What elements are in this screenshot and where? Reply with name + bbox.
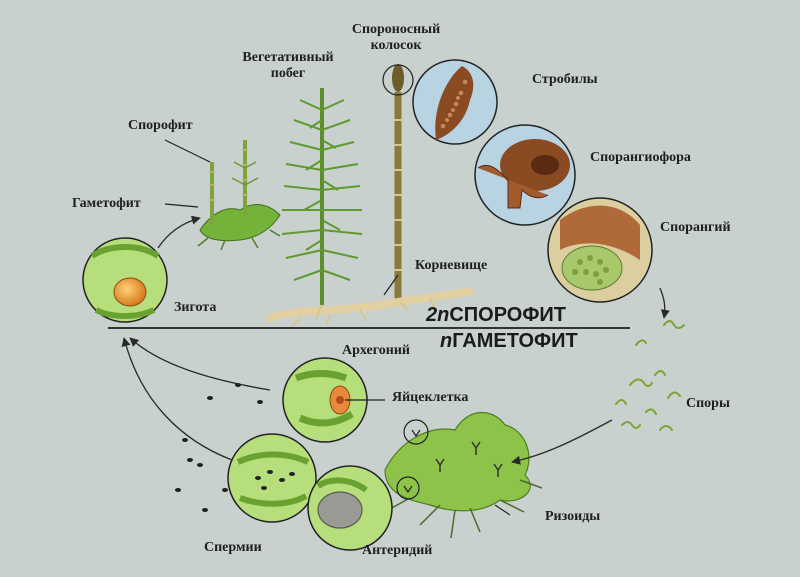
label-sperm: Спермии <box>204 540 262 555</box>
label-strobili: Стробилы <box>532 72 598 87</box>
sporangiophore-closeup <box>474 124 576 226</box>
label-vegetative-shoot: Вегетативный побег <box>242 50 334 81</box>
gametophyte-thallus <box>384 412 543 539</box>
label-sporangiophore: Спорангиофора <box>590 150 691 165</box>
antheridium-closeup <box>307 465 393 551</box>
spores <box>615 320 685 431</box>
cycle-arrows <box>121 215 670 465</box>
archegonium-closeup <box>282 357 368 443</box>
label-sporophyte: Спорофит <box>128 118 193 133</box>
label-rhizoids: Ризоиды <box>545 509 601 524</box>
sporophyte-generation-name: СПОРОФИТ <box>449 304 567 326</box>
zygote-closeup <box>82 237 168 323</box>
label-zygote: Зигота <box>174 300 217 315</box>
free-sperm-cells <box>175 383 263 512</box>
sporangium-closeup <box>547 197 653 303</box>
rhizome <box>266 288 474 327</box>
label-sporangium: Спорангий <box>660 220 731 235</box>
label-antheridium: Антеридий <box>362 543 433 558</box>
gametophyte-generation-name: ГАМЕТОФИТ <box>452 330 578 352</box>
sporophyte-ploidy: 2n <box>426 304 450 326</box>
leader-lines <box>164 139 511 516</box>
sperm-closeup <box>227 433 317 523</box>
label-spore-spike: Спороносный колосок <box>351 22 441 53</box>
label-egg-cell: Яйцеклетка <box>392 390 469 405</box>
sporophyte-generation-label: 2nСПОРОФИТ <box>426 304 566 326</box>
young-sporophyte-on-gametophyte <box>197 140 281 251</box>
strobilus-closeup <box>412 59 498 145</box>
vegetative-shoot <box>281 88 363 305</box>
gametophyte-generation-label: nГАМЕТОФИТ <box>440 330 578 352</box>
label-archegonium: Архегоний <box>342 343 410 358</box>
fertile-shoot <box>382 64 414 300</box>
label-rhizome: Корневище <box>415 258 488 273</box>
label-gametophyte: Гаметофит <box>72 196 141 211</box>
label-spores: Споры <box>686 396 730 411</box>
gametophyte-ploidy: n <box>440 330 453 352</box>
